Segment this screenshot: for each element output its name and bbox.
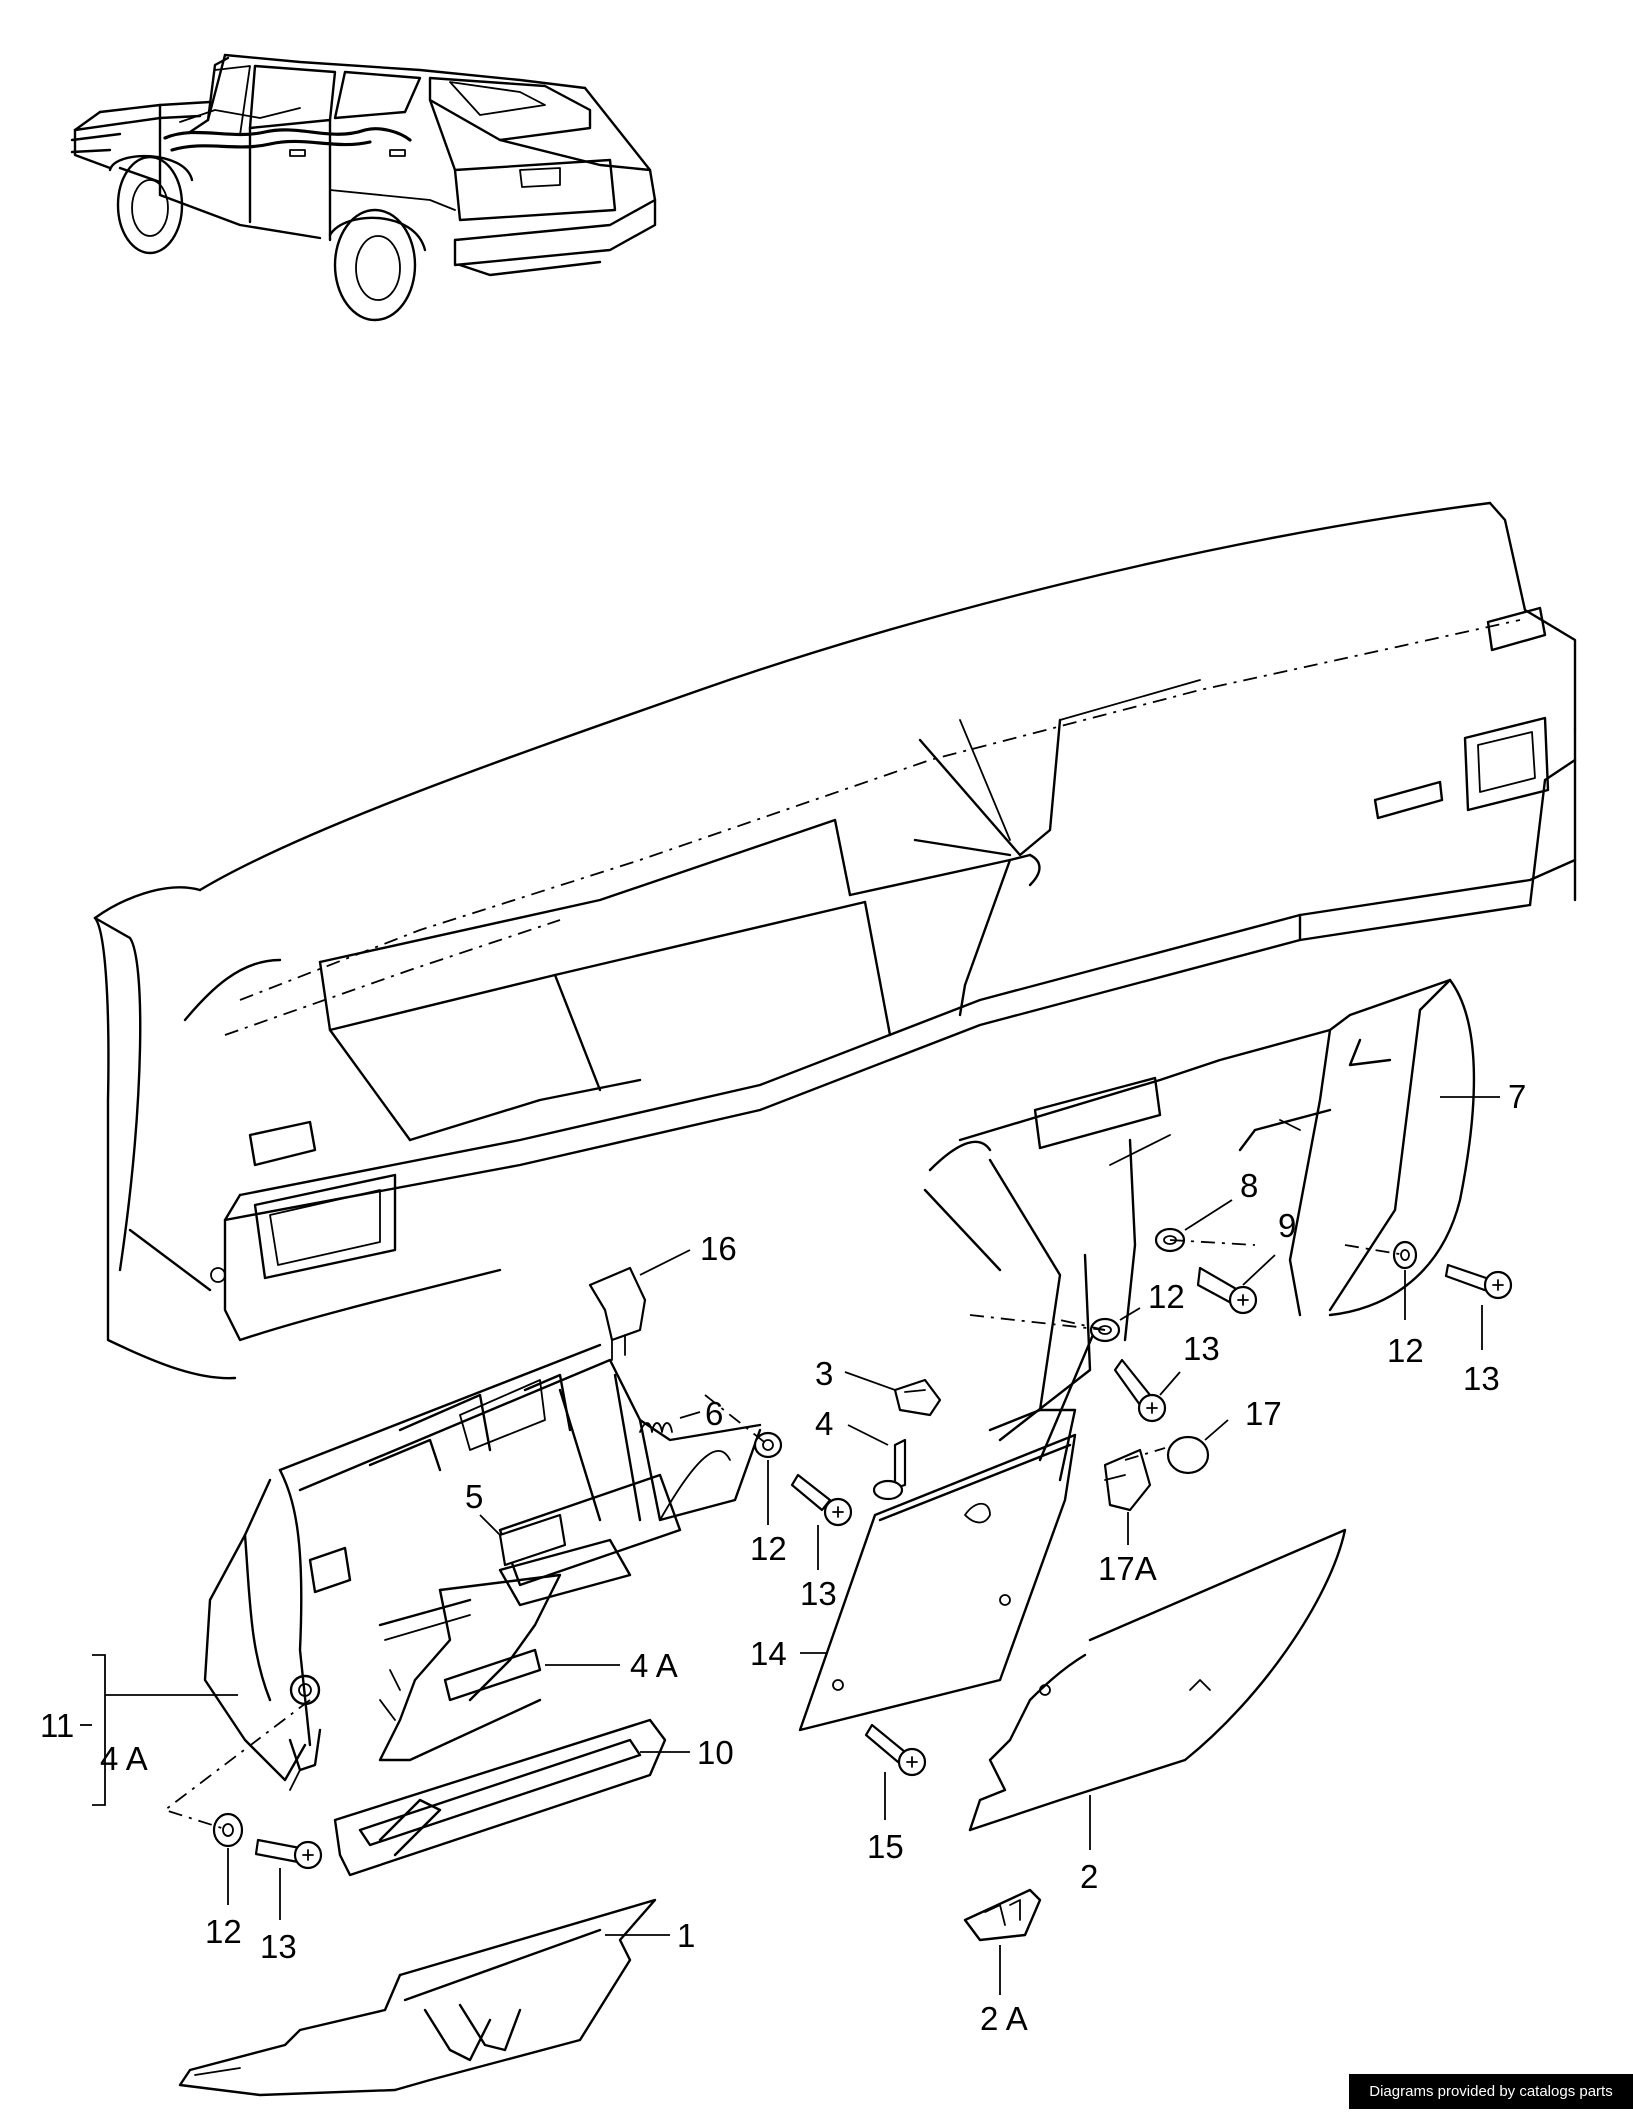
label-12-left-center: 12: [750, 1530, 787, 1567]
label-17: 17: [1245, 1395, 1282, 1432]
label-4a-right: 4 A: [630, 1647, 678, 1684]
part-14-lid: [798, 1433, 1077, 1732]
car-illustration: [70, 53, 657, 322]
part-1-trim: [178, 1898, 657, 2097]
label-8: 8: [1240, 1167, 1258, 1204]
connector-lines: [163, 1239, 1406, 1831]
label-2: 2: [1080, 1858, 1098, 1895]
label-12-bottom-left: 12: [205, 1913, 242, 1950]
label-16: 16: [700, 1230, 737, 1267]
part-2a-clip: [963, 1888, 1042, 1942]
credit-badge: Diagrams provided by catalogs parts: [1349, 2074, 1633, 2109]
part-16-clip: [588, 1266, 647, 1361]
label-13-left-center: 13: [800, 1575, 837, 1612]
label-13-bottom-left: 13: [260, 1928, 297, 1965]
label-11: 11: [40, 1707, 74, 1744]
lower-left-assembly: [203, 1343, 762, 1791]
label-13-center: 13: [1183, 1330, 1220, 1367]
label-6: 6: [705, 1395, 723, 1432]
label-12-right: 12: [1387, 1332, 1424, 1369]
label-13-right: 13: [1463, 1360, 1500, 1397]
label-5: 5: [465, 1478, 483, 1515]
label-2a: 2 A: [980, 2000, 1028, 2037]
fasteners: [212, 1227, 1513, 1870]
part-2-panel: [968, 1528, 1347, 1832]
label-17a: 17A: [1098, 1550, 1157, 1587]
dashboard-panel: [93, 501, 1577, 1380]
label-15: 15: [867, 1828, 904, 1865]
label-1: 1: [677, 1917, 695, 1954]
label-9: 9: [1278, 1207, 1296, 1244]
label-4-center: 4: [815, 1405, 833, 1442]
label-4a-left: 4 A: [100, 1740, 148, 1777]
label-10: 10: [697, 1734, 734, 1771]
console-frame: [923, 978, 1476, 1482]
part-10-tray: [333, 1718, 667, 1877]
label-3: 3: [815, 1355, 833, 1392]
label-12-center: 12: [1148, 1278, 1185, 1315]
label-7: 7: [1508, 1078, 1526, 1115]
part-labels: 7 8 9 12 13 12 13 17 17A 16 3 4 6 12 13 …: [40, 1078, 1526, 2037]
leader-lines: [80, 1096, 1500, 1995]
label-14: 14: [750, 1635, 787, 1672]
